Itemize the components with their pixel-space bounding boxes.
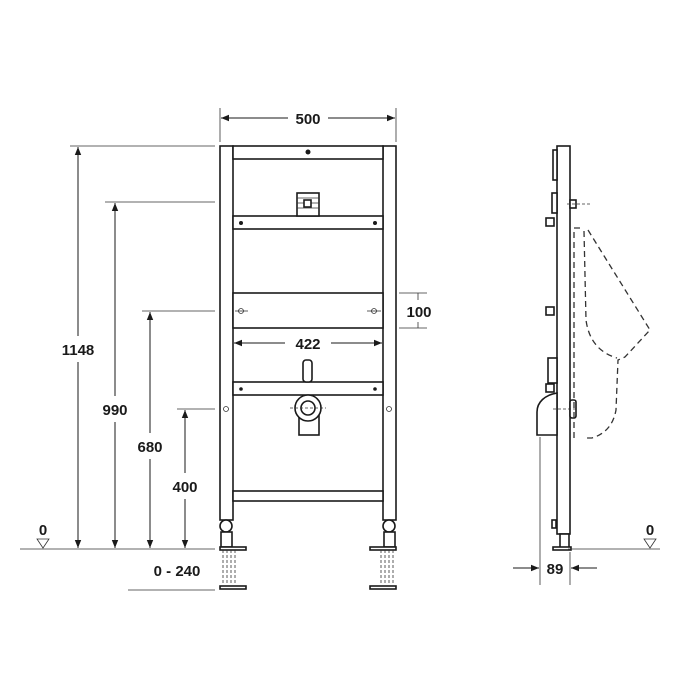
dimension-foot-adjust: 0 - 240: [128, 563, 215, 591]
flush-valve-icon: [296, 192, 320, 217]
svg-text:680: 680: [137, 439, 162, 456]
svg-text:0: 0: [646, 522, 654, 539]
dimension-inner-width: 422: [234, 336, 382, 353]
dimension-plate-height: 100: [399, 292, 432, 329]
inlet-pipe-icon: [302, 359, 313, 383]
side-floor-level-marker: 0: [643, 522, 657, 549]
plate-height-label: 100: [406, 304, 431, 321]
mounting-plate: [232, 292, 384, 329]
dimension-1148: 1148: [62, 145, 215, 548]
upper-crossbar: [232, 215, 384, 230]
dimension-680: 680: [137, 310, 215, 548]
inner-width-label: 422: [295, 336, 320, 353]
right-post: [382, 145, 397, 521]
right-foot: [369, 519, 397, 590]
side-drain-elbow: [536, 392, 558, 436]
left-post: [219, 145, 234, 521]
width-label: 500: [295, 111, 320, 128]
left-foot: [219, 519, 247, 590]
front-view: 500 422 100 0 1148: [20, 108, 432, 591]
dimension-depth: 89: [513, 437, 597, 585]
svg-text:0 - 240: 0 - 240: [154, 563, 201, 580]
dimension-990: 990: [102, 201, 215, 548]
dimension-400: 400: [172, 408, 215, 548]
floor-level-marker: 0: [36, 522, 50, 549]
svg-text:0: 0: [39, 522, 47, 539]
side-view: 0 89: [513, 145, 660, 585]
svg-text:990: 990: [102, 402, 127, 419]
svg-text:400: 400: [172, 479, 197, 496]
svg-text:89: 89: [547, 561, 564, 578]
drain-elbow-icon: [290, 394, 326, 436]
lower-crossbar: [232, 381, 384, 396]
urinal-outline: [573, 227, 651, 439]
bottom-crossbar: [232, 490, 384, 502]
svg-text:1148: 1148: [62, 342, 95, 359]
dimension-width: 500: [219, 108, 397, 142]
